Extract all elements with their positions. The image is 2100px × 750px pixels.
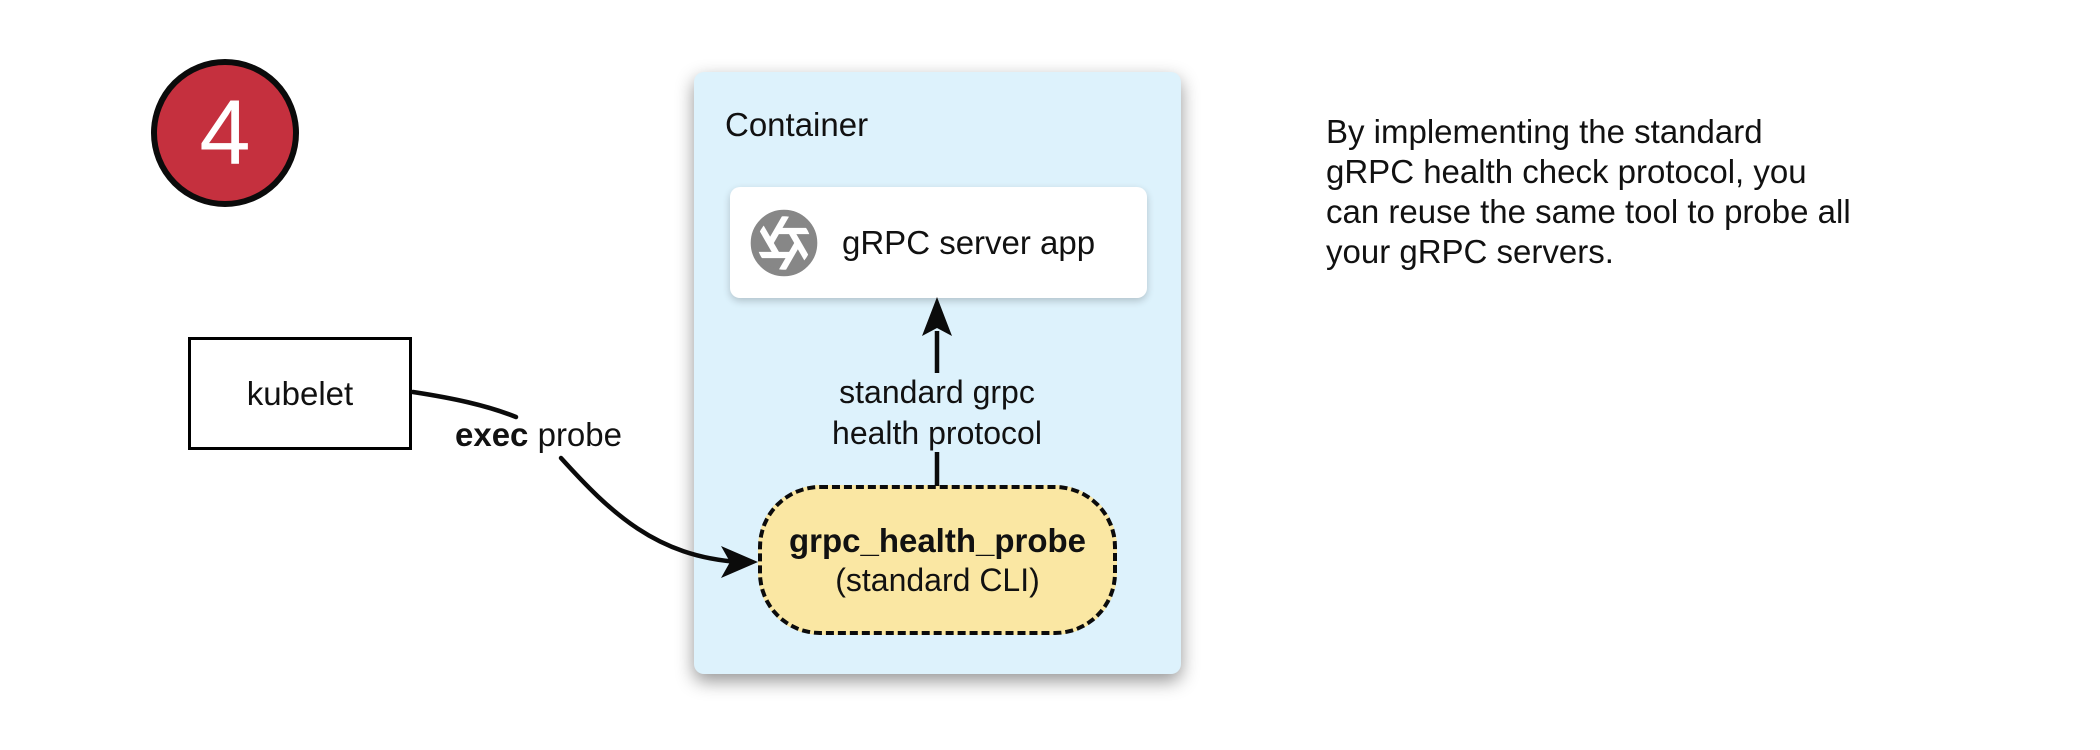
grpc-server-card: gRPC server app [730,187,1147,298]
probe-subtitle: (standard CLI) [835,562,1040,598]
exec-probe-label-bold: exec [455,416,529,453]
health-protocol-arrow-label: standard grpc health protocol [832,374,1042,451]
grpc-health-probe-pill: grpc_health_probe (standard CLI) [758,485,1117,635]
note-paragraph: By implementing the standard gRPC health… [1326,113,1851,270]
step-number-badge: 4 [151,59,299,207]
kubelet-label: kubelet [246,374,354,412]
grpc-server-label: gRPC server app [842,223,1096,261]
grpc-aperture-icon [750,209,818,276]
exec-probe-label-rest: probe [528,416,622,453]
container-title: Container [725,106,869,143]
probe-name: grpc_health_probe [788,522,1087,559]
step-number: 4 [199,82,251,184]
exec-probe-arrow-segment-1 [410,389,519,420]
exec-probe-arrow-label: exec probe [455,416,622,454]
kubelet-box: kubelet [188,337,412,450]
